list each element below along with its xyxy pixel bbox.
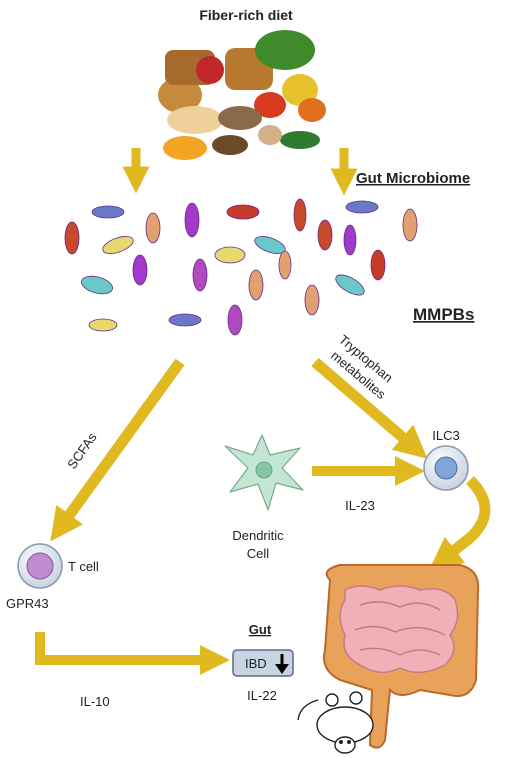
ibd-label: IBD <box>245 656 267 671</box>
scfas-arrow <box>50 358 185 542</box>
down-arrow-icon <box>275 654 289 674</box>
scfas-label: SCFAs <box>64 430 100 472</box>
gut-microbiome-label: Gut Microbiome <box>356 170 470 187</box>
mmpbs-label: MMPBs <box>413 305 474 324</box>
ilc3-to-gut-arrow <box>429 476 491 571</box>
tcell-label: T cell <box>68 559 99 574</box>
bacteria-cluster <box>64 198 418 336</box>
dendritic-cell <box>224 434 304 511</box>
ibd-box <box>232 649 294 677</box>
diet-to-microbiome-arrows <box>122 148 358 196</box>
il22-label: IL-22 <box>247 688 277 703</box>
dendritic-label-line2: Cell <box>247 546 270 561</box>
il10-label: IL-10 <box>80 694 110 709</box>
gut-label: Gut <box>249 622 272 637</box>
gpr43-label: GPR43 <box>6 596 49 611</box>
mouse-image <box>297 691 374 754</box>
tryptophan-arrow <box>311 357 428 459</box>
il23-label: IL-23 <box>345 498 375 513</box>
dendritic-label-line1: Dendritic <box>232 528 284 543</box>
t-cell <box>17 543 63 589</box>
fiber-diet-label: Fiber-rich diet <box>199 7 293 23</box>
intestine-image <box>323 564 480 749</box>
ilc3-label: ILC3 <box>432 428 459 443</box>
ilc3-cell <box>423 445 469 491</box>
food-pile-image <box>158 30 326 160</box>
il10-arrow <box>35 632 230 675</box>
